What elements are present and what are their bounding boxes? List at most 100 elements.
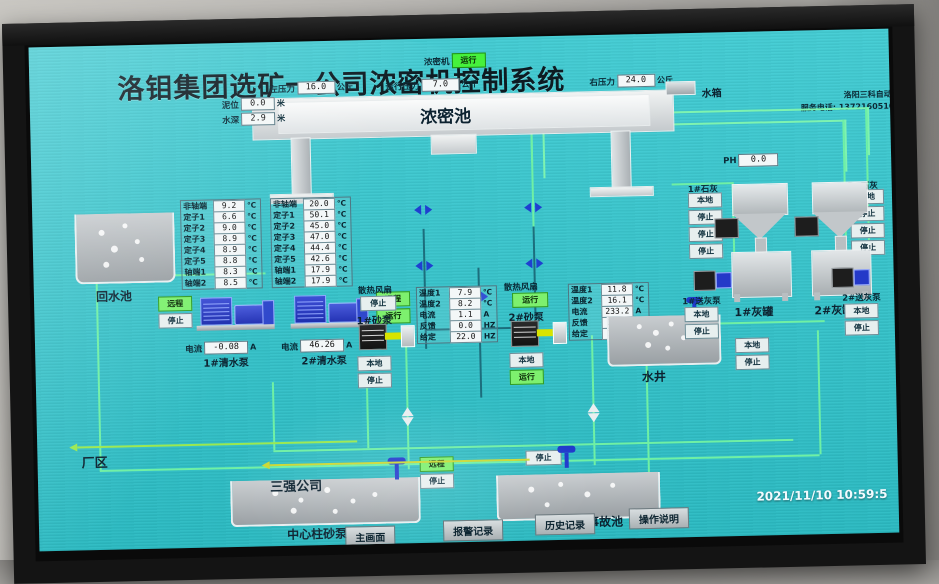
well-pump-buttons: 本地 停止 [735, 337, 770, 372]
lime-silo-1-top [731, 182, 789, 217]
pipe-pump2-riser [365, 380, 370, 449]
clean-pump-1-state-button[interactable]: 停止 [158, 312, 193, 329]
nav-button-history-log[interactable]: 历史记录 [534, 513, 596, 536]
water-well-label: 水井 [641, 369, 667, 385]
lime-right-bottom-button-0[interactable]: 本地 [844, 302, 879, 319]
temp1-unit-7: ℃ [248, 277, 258, 287]
pipe-sandpump1-line [404, 339, 410, 470]
sand-pump-1-mode-button[interactable]: 本地 [357, 355, 392, 372]
pipe-sandpump2-line [590, 335, 596, 466]
lime-right-bottom-button-1[interactable]: 停止 [844, 319, 879, 336]
thickener-leg-right [610, 130, 632, 195]
temp1-key-4: 定子4 [183, 245, 206, 256]
run-pressure-label: 运行压力 [385, 81, 420, 93]
temp2-key-1: 定子1 [273, 210, 295, 221]
clean-pump-1-name: 1#清水泵 [203, 357, 249, 370]
sp1-key-1: 温度2 [419, 299, 441, 309]
sp2-key-2: 电流 [571, 307, 588, 317]
return-water-label: 回水池 [95, 289, 133, 305]
right-pressure-label: 右压力 [589, 77, 616, 88]
left-pressure-unit: 公斤 [336, 82, 354, 92]
lime-tank-2-leg-l [814, 292, 821, 301]
lime-tank-1-name: 1#灰罐 [734, 305, 774, 320]
temp2-key-7: 轴端2 [274, 276, 297, 287]
valve-left-lower [415, 260, 434, 272]
lime-silo-1-cone [732, 212, 787, 241]
well-mode-button[interactable]: 本地 [735, 337, 770, 354]
temp1-unit-4: ℃ [247, 244, 258, 254]
sp1-unit-2: A [483, 309, 490, 319]
temp2-unit-5: ℃ [338, 253, 348, 263]
temp1-key-2: 定子2 [183, 223, 206, 234]
clean-pump-2-current-value: 46.26 [299, 338, 345, 353]
lime-tank-1-leg-r [782, 292, 789, 302]
sand-pump-1-graphic [358, 323, 418, 352]
temp2-unit-4: ℃ [337, 242, 348, 252]
monitor-bezel: 洛钼集团选矿一公司浓密机控制系统 洛阳三科自动化 服务电话: 137216051… [2, 4, 926, 584]
lime-tank-1-leg-l [734, 293, 741, 303]
water-depth-value: 2.9 [241, 112, 276, 126]
sp2-key-4: 给定 [571, 329, 588, 339]
ph-label: PH [723, 155, 737, 166]
sand-pump-2-mode-button[interactable]: 本地 [509, 352, 544, 369]
accident-state-button[interactable]: 停止 [525, 449, 562, 466]
sand-pump-1-state-button[interactable]: 停止 [357, 372, 393, 389]
lime-left-button-3[interactable]: 停止 [688, 243, 724, 260]
temp1-unit-2: ℃ [247, 222, 257, 232]
clean-pump-1-buttons: 远程 停止 [157, 295, 193, 331]
water-box-label: 水箱 [701, 88, 722, 100]
sand-pump-2-fan-label: 散热风扇 [503, 282, 538, 294]
nav-button-operation-manual[interactable]: 操作说明 [628, 507, 690, 530]
sanqiang-company-label: 三强公司 [270, 479, 323, 496]
clean-pump-1-mode-button[interactable]: 远程 [157, 295, 193, 312]
temp2-unit-0: ℃ [336, 198, 347, 208]
nav-button-alarm-log[interactable]: 报警记录 [442, 519, 504, 542]
lime-left-button-0[interactable]: 本地 [687, 192, 723, 209]
temp2-key-6: 轴端1 [274, 265, 297, 276]
lime-left-bottom-button-0[interactable]: 本地 [684, 306, 719, 323]
fan-icon-2 [584, 403, 602, 423]
pipe-bottom-main [99, 454, 820, 472]
sp2-key-1: 温度2 [571, 296, 593, 306]
temp1-key-6: 轴端1 [184, 267, 207, 278]
sand-pump-1-fan-label: 散热风扇 [357, 285, 393, 297]
lime-feeder-1 [714, 217, 739, 239]
accident-pool-valve [557, 445, 576, 468]
temp2-key-5: 定子5 [274, 254, 296, 265]
right-pressure-group: 右压力 24.0 公斤 [589, 73, 673, 88]
lime-tank-1-body [731, 250, 793, 299]
sp2-unit-0: ℃ [634, 284, 645, 294]
sp2-unit-1: ℃ [635, 295, 645, 305]
sanqiang-arrowhead [261, 461, 270, 470]
pipe-left-riser [95, 275, 102, 471]
thickener-hub [430, 133, 477, 155]
left-pressure-value: 16.0 [296, 80, 336, 95]
lime-feeder-2 [794, 216, 819, 237]
sp1-key-4: 给定 [419, 332, 437, 342]
well-state-button[interactable]: 停止 [735, 354, 770, 371]
plant-area-arrow-line [77, 440, 358, 449]
sp1-unit-4: HZ [483, 331, 496, 341]
fan-icon-1 [398, 407, 416, 427]
sand-pump-2-graphic [510, 320, 570, 349]
thickener-tank-name: 浓密池 [419, 106, 472, 128]
center-mode-button[interactable]: 远程 [419, 456, 454, 473]
sp1-key-3: 反馈 [419, 321, 436, 331]
lime-left-bottom-button-1[interactable]: 停止 [684, 323, 720, 340]
thickener-base-right [589, 185, 654, 198]
clean-pump-2-current-unit: A [346, 340, 353, 350]
temp2-key-2: 定子2 [273, 221, 296, 232]
temp1-key-1: 定子1 [183, 212, 205, 223]
sand-pump-1-fan-status[interactable]: 停止 [360, 295, 397, 312]
sand-pump-2-state-button[interactable]: 运行 [509, 369, 544, 386]
temp1-unit-1: ℃ [247, 211, 257, 221]
sand-pump-2-fan-status[interactable]: 运行 [511, 292, 549, 308]
left-pressure-group: 左压力 16.0 公斤 [269, 80, 353, 95]
plant-area-label: 厂区 [81, 455, 108, 472]
center-state-button[interactable]: 停止 [419, 473, 455, 490]
water-depth-unit: 米 [277, 113, 286, 124]
